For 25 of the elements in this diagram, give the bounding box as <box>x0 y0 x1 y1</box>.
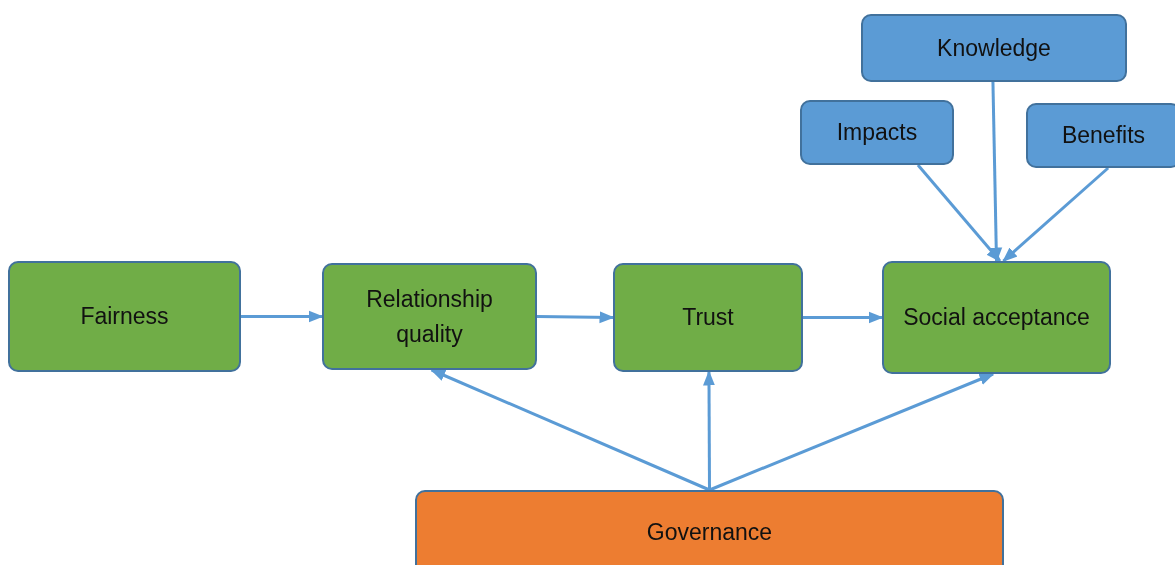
arrow <box>708 372 995 492</box>
arrow <box>536 311 615 324</box>
concept-box <box>8 261 241 372</box>
arrow <box>803 311 884 324</box>
node-label: Relationship quality <box>365 285 494 349</box>
node-label: Knowledge <box>937 33 1051 63</box>
concept-box <box>613 263 803 372</box>
governance-box <box>415 490 1004 565</box>
concept-box <box>800 100 954 165</box>
node-label: Governance <box>646 518 773 548</box>
arrow <box>430 368 711 492</box>
concept-box <box>861 14 1127 82</box>
arrow <box>916 164 1002 263</box>
node-label: Fairness <box>80 302 169 332</box>
arrow <box>990 81 1003 263</box>
node-label: Trust <box>682 303 734 333</box>
concept-box <box>322 263 537 370</box>
node-label: Social acceptance <box>903 303 1090 333</box>
arrow <box>703 370 715 490</box>
arrow <box>1002 166 1110 263</box>
arrow <box>241 310 324 323</box>
concept-box <box>882 261 1111 374</box>
concept-box <box>1026 103 1175 168</box>
node-label: Benefits <box>1061 121 1146 151</box>
node-label: Impacts <box>836 118 918 148</box>
